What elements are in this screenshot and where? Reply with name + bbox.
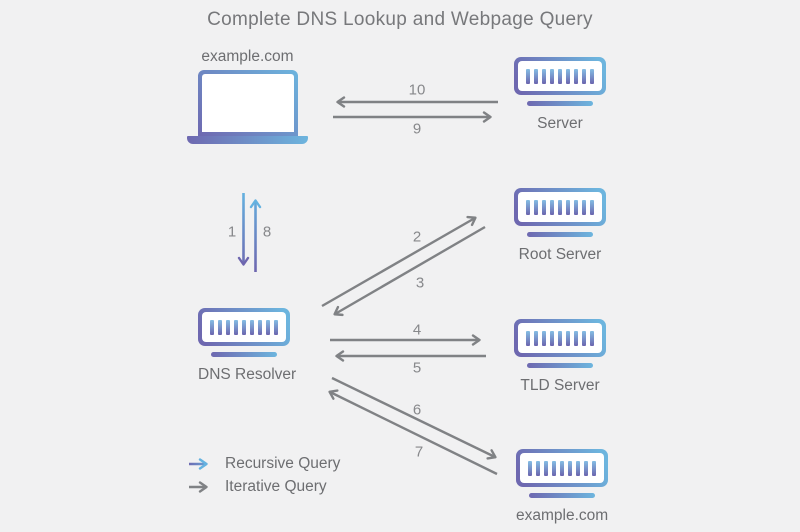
laptop-icon	[197, 70, 298, 136]
node-client-label: example.com	[201, 48, 294, 65]
server-vents	[520, 453, 604, 483]
node-dns-resolver: DNS Resolver	[198, 308, 297, 384]
node-root-server-label: Root Server	[518, 246, 602, 263]
server-icon	[514, 57, 606, 95]
step-label-9: 9	[412, 120, 422, 138]
diagram-title: Complete DNS Lookup and Webpage Query	[207, 9, 593, 30]
server-underline	[211, 352, 277, 357]
node-authoritative-server: example.com	[516, 449, 608, 525]
node-tld-server-label: TLD Server	[520, 377, 600, 394]
node-web-server: Server	[514, 57, 606, 133]
server-vents	[518, 61, 602, 91]
server-underline	[527, 232, 593, 237]
legend-iterative-query-label: Iterative Query	[225, 478, 327, 495]
server-underline	[527, 363, 593, 368]
server-vents	[518, 323, 602, 353]
arrow-step-3	[333, 225, 486, 317]
legend-recursive-query-label: Recursive Query	[225, 455, 341, 472]
step-label-2: 2	[412, 228, 422, 246]
node-root-server: Root Server	[514, 188, 606, 264]
step-label-7: 7	[414, 443, 424, 461]
server-icon	[514, 319, 606, 357]
step-label-6: 6	[412, 401, 422, 419]
step-label-1: 1	[227, 223, 237, 241]
server-underline	[527, 101, 593, 106]
step-label-8: 8	[262, 223, 272, 241]
laptop-base	[187, 136, 308, 144]
node-tld-server: TLD Server	[514, 319, 606, 395]
node-web-server-label: Server	[537, 115, 583, 132]
step-label-4: 4	[412, 321, 422, 339]
step-label-3: 3	[415, 274, 425, 292]
server-vents	[518, 192, 602, 222]
node-authoritative-server-label: example.com	[516, 507, 609, 524]
server-icon	[198, 308, 290, 346]
server-underline	[529, 493, 595, 498]
step-label-5: 5	[412, 359, 422, 377]
server-icon	[516, 449, 608, 487]
step-label-10: 10	[408, 81, 426, 99]
arrow-step-2	[321, 215, 477, 308]
laptop-screen	[201, 74, 294, 132]
server-icon	[514, 188, 606, 226]
server-vents	[202, 312, 286, 342]
node-dns-resolver-label: DNS Resolver	[198, 366, 297, 383]
node-client: example.com	[187, 48, 308, 144]
